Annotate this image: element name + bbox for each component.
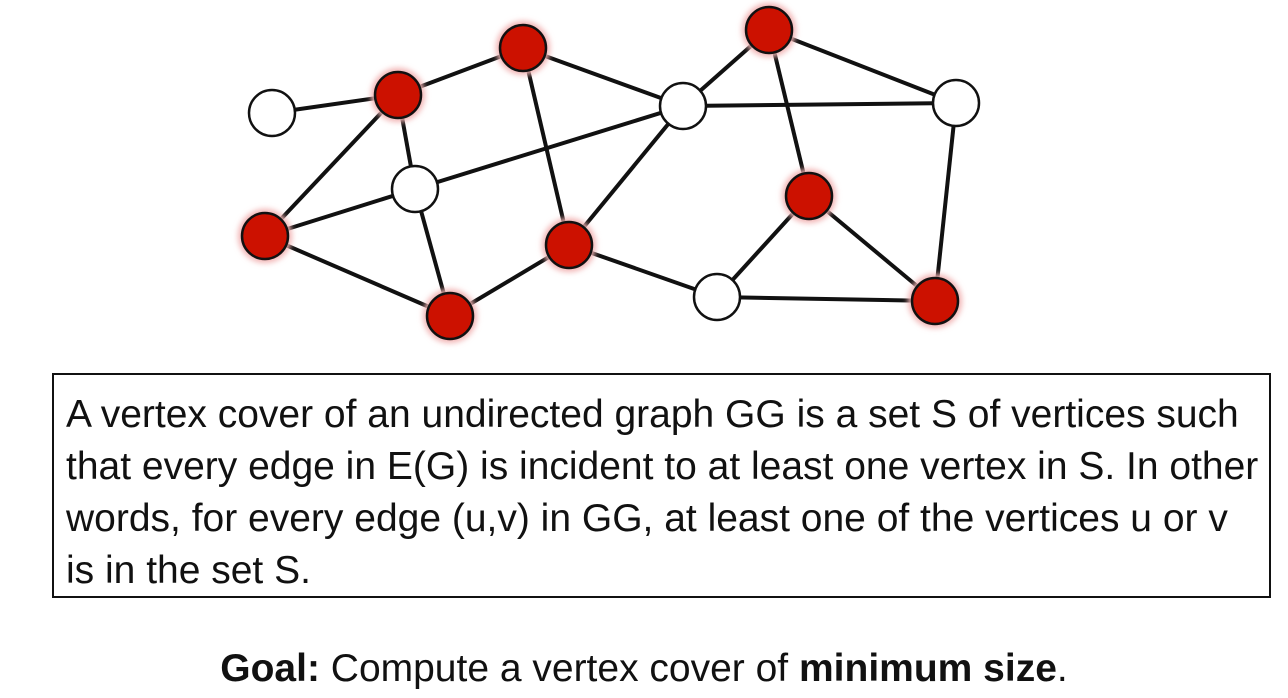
definition-text: A vertex cover of an undirected graph GG…	[66, 393, 1259, 592]
vertex-cover-graph	[238, 3, 981, 343]
vertex-n12	[692, 272, 742, 322]
edge-n9-n11	[767, 29, 811, 197]
cover-vertex-n3	[496, 21, 550, 75]
edge-n11-n13	[807, 194, 937, 303]
cover-vertex-n2	[371, 68, 425, 122]
vertex-n4	[390, 164, 440, 214]
cover-vertex-n5	[238, 209, 292, 263]
goal-label: Goal:	[220, 647, 320, 690]
vertex-n8	[658, 81, 708, 131]
goal-statement: Goal: Compute a vertex cover of minimum …	[0, 644, 1288, 694]
cover-vertex-n6	[423, 289, 477, 343]
goal-period: .	[1056, 647, 1068, 690]
cover-vertex-n13	[908, 274, 962, 328]
edge-n5-n6	[264, 234, 451, 318]
vertex-n10	[931, 78, 981, 128]
vertex-n1	[247, 88, 297, 138]
goal-emphasis: minimum size	[798, 647, 1057, 690]
cover-vertex-n11	[782, 169, 836, 223]
definition-box: A vertex cover of an undirected graph GG…	[52, 373, 1271, 598]
edge-n2-n5	[263, 93, 400, 238]
cover-vertex-n9	[742, 3, 796, 57]
graph-edges	[263, 28, 958, 318]
edge-n12-n13	[716, 295, 936, 303]
goal-text: Compute a vertex cover of	[319, 647, 799, 690]
graph-nodes	[238, 3, 981, 343]
edge-n8-n10	[682, 101, 957, 108]
edge-n10-n13	[933, 102, 958, 302]
edge-n3-n8	[522, 46, 684, 108]
edge-n4-n8	[414, 104, 684, 191]
cover-vertex-n7	[542, 218, 596, 272]
edge-n7-n8	[567, 104, 685, 247]
edge-n9-n10	[768, 28, 957, 105]
